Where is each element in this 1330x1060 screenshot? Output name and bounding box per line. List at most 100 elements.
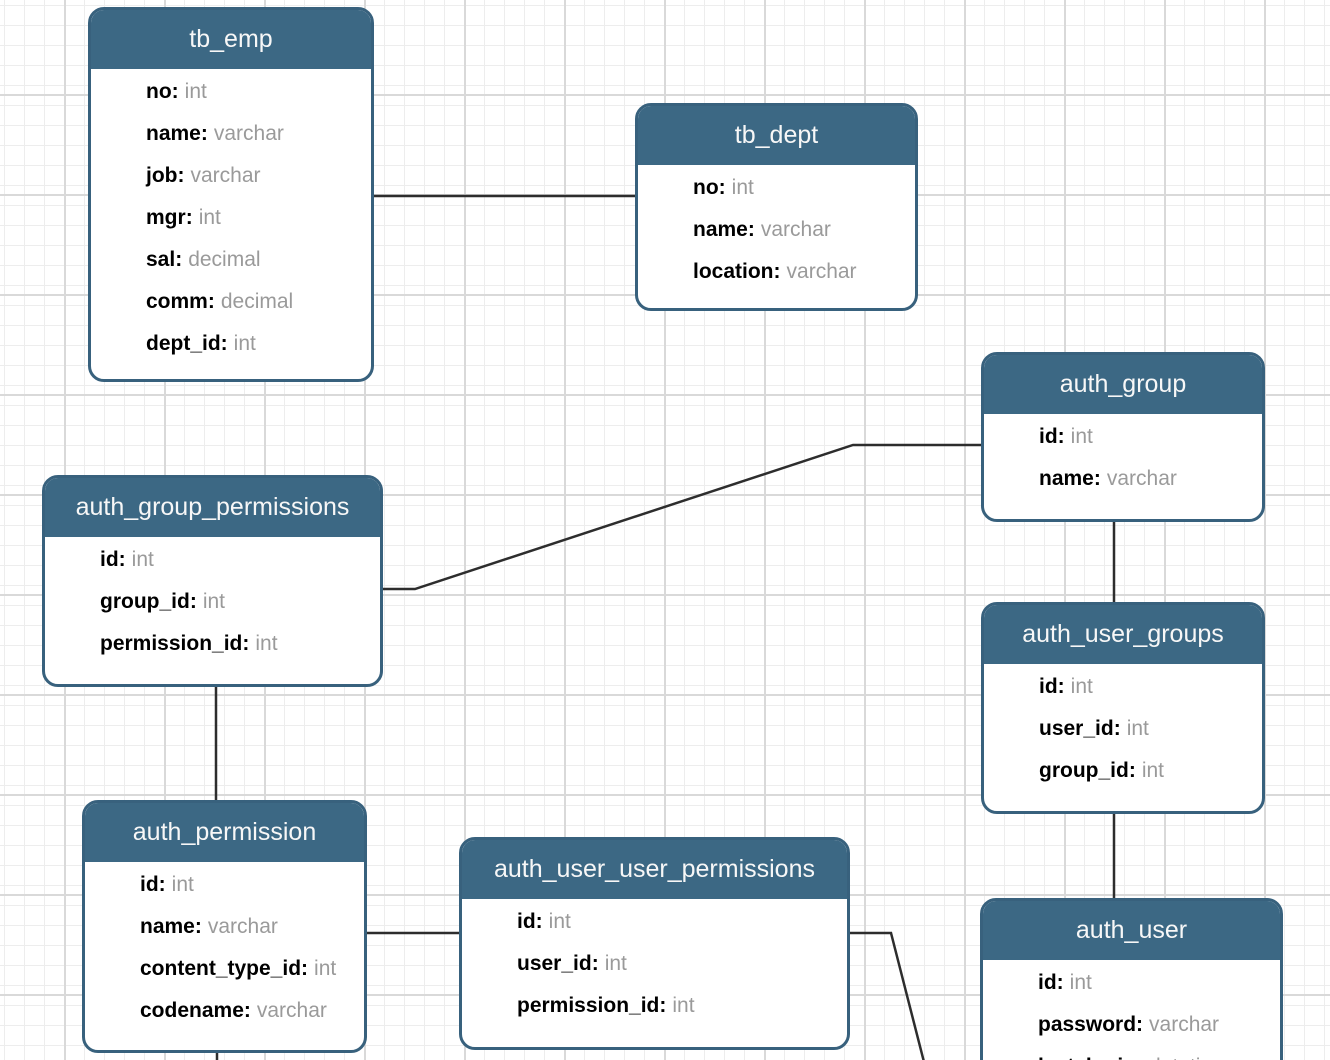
table-auth_group_permissions[interactable]: auth_group_permissions idint group_idint… (42, 475, 383, 687)
field-row: group_idint (45, 581, 380, 623)
field-row: user_idint (462, 943, 847, 985)
field-row: content_type_idint (85, 948, 364, 990)
field-name: id (100, 548, 126, 571)
field-type: int (1141, 759, 1165, 782)
connector-auth_group_permissions-auth_group (378, 443, 986, 591)
field-name: no (693, 176, 726, 199)
table-fields: idint namevarchar (984, 414, 1262, 510)
field-type: int (1126, 717, 1149, 740)
field-row: idint (85, 864, 364, 906)
table-auth_group[interactable]: auth_group idint namevarchar (981, 352, 1265, 522)
table-fields: idint user_idint permission_idint (462, 899, 847, 1037)
table-fields: idint user_idint group_idint (984, 664, 1262, 802)
field-row: locationvarchar (638, 251, 915, 293)
field-name: dept_id (146, 332, 228, 355)
field-name: permission_id (517, 994, 666, 1017)
field-row: namevarchar (85, 906, 364, 948)
table-title[interactable]: auth_user (983, 901, 1280, 960)
field-row: dept_idint (91, 323, 371, 365)
field-name: user_id (517, 952, 599, 975)
table-title[interactable]: tb_dept (638, 106, 915, 165)
field-row: codenamevarchar (85, 990, 364, 1032)
field-type: varchar (1149, 1013, 1220, 1036)
field-name: mgr (146, 206, 193, 229)
table-fields: idint namevarchar content_type_idint cod… (85, 862, 364, 1042)
field-type: int (1069, 971, 1092, 994)
field-type: int (604, 952, 627, 975)
field-type: varchar (256, 999, 327, 1022)
table-title[interactable]: auth_permission (85, 803, 364, 862)
field-name: id (1038, 971, 1064, 994)
table-auth_user_user_permissions[interactable]: auth_user_user_permissions idint user_id… (459, 837, 850, 1050)
field-row: permission_idint (462, 985, 847, 1027)
field-name: name (1039, 467, 1101, 490)
field-row: idint (984, 666, 1262, 708)
field-type: int (548, 910, 571, 933)
field-row: jobvarchar (91, 155, 371, 197)
field-name: codename (140, 999, 251, 1022)
field-row: noint (91, 71, 371, 113)
table-title[interactable]: tb_emp (91, 10, 371, 69)
table-auth_user_groups[interactable]: auth_user_groups idint user_idint group_… (981, 602, 1265, 814)
field-row: namevarchar (984, 458, 1262, 500)
field-name: group_id (1039, 759, 1136, 782)
field-row: group_idint (984, 750, 1262, 792)
field-row: namevarchar (638, 209, 915, 251)
field-row: noint (638, 167, 915, 209)
table-tb_dept[interactable]: tb_dept noint namevarchar locationvarcha… (635, 103, 918, 311)
field-name: last_login (1038, 1055, 1143, 1060)
field-type: varchar (760, 218, 831, 241)
field-row: last_login datetime (983, 1046, 1280, 1060)
field-name: id (517, 910, 543, 933)
field-name: comm (146, 290, 215, 313)
field-row: mgrint (91, 197, 371, 239)
field-name: group_id (100, 590, 197, 613)
table-auth_user[interactable]: auth_user idint password varchar last_log… (980, 898, 1283, 1060)
field-name: location (693, 260, 781, 283)
field-name: name (140, 915, 202, 938)
field-type: varchar (1106, 467, 1177, 490)
field-type: int (731, 176, 754, 199)
field-type: decimal (188, 248, 261, 271)
table-title[interactable]: auth_user_user_permissions (462, 840, 847, 899)
field-row: password varchar (983, 1004, 1280, 1046)
field-row: idint (462, 901, 847, 943)
table-title[interactable]: auth_group (984, 355, 1262, 414)
table-tb_emp[interactable]: tb_emp noint namevarchar jobvarchar mgri… (88, 7, 374, 382)
field-name: name (693, 218, 755, 241)
field-row: namevarchar (91, 113, 371, 155)
field-type: int (233, 332, 256, 355)
field-row: idint (983, 962, 1280, 1004)
field-type: int (255, 632, 278, 655)
table-auth_permission[interactable]: auth_permission idint namevarchar conten… (82, 800, 367, 1053)
table-title[interactable]: auth_user_groups (984, 605, 1262, 664)
field-name: sal (146, 248, 182, 271)
field-type: int (314, 957, 337, 980)
field-name: id (1039, 425, 1065, 448)
field-name: id (1039, 675, 1065, 698)
field-type: int (1070, 675, 1093, 698)
field-type: varchar (213, 122, 284, 145)
connector-auth_user_user_permissions-auth_user (845, 931, 925, 1060)
field-name: name (146, 122, 208, 145)
field-name: no (146, 80, 179, 103)
table-title[interactable]: auth_group_permissions (45, 478, 380, 537)
field-name: password (1038, 1013, 1143, 1036)
field-row: sal decimal (91, 239, 371, 281)
field-type: int (1070, 425, 1093, 448)
field-type: datetime (1149, 1055, 1230, 1060)
field-type: varchar (190, 164, 261, 187)
field-row: idint (45, 539, 380, 581)
table-fields: noint namevarchar locationvarchar (638, 165, 915, 303)
field-type: int (184, 80, 207, 103)
field-row: commdecimal (91, 281, 371, 323)
field-row: idint (984, 416, 1262, 458)
field-type: int (131, 548, 154, 571)
field-name: id (140, 873, 166, 896)
field-name: job (146, 164, 185, 187)
field-name: user_id (1039, 717, 1121, 740)
field-type: int (202, 590, 226, 613)
field-type: int (198, 206, 221, 229)
